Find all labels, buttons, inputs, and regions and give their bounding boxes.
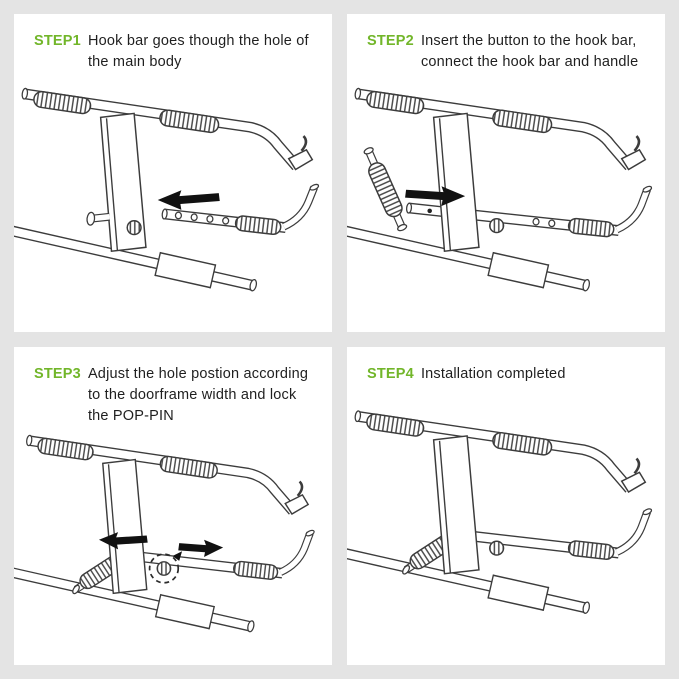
- pop-pin-knob: [156, 561, 172, 576]
- step2-text: Insert the button to the hook bar, conne…: [420, 33, 639, 71]
- pop-pin-knob: [489, 218, 505, 234]
- detached-handle: [363, 147, 408, 232]
- pop-pin-knob: [489, 540, 505, 556]
- top-handlebar: [21, 87, 314, 171]
- rotate-lock-dashed-circle: [148, 553, 180, 584]
- hook-bar-loose: [161, 183, 320, 236]
- insert-left-arrow-icon: [157, 190, 220, 210]
- top-handlebar: [354, 410, 647, 494]
- step2-drawing: [347, 87, 653, 292]
- step3-caption: STEP3 Adjust the hole postion according …: [14, 347, 332, 429]
- step4-illustration: [347, 387, 665, 665]
- step-panel-4: STEP4 Installation completed: [347, 347, 665, 665]
- lower-frame-tube: [347, 225, 591, 292]
- step2-label: STEP2: [367, 33, 414, 49]
- step4-drawing: [347, 410, 653, 614]
- step-panel-2: STEP2 Insert the button to the hook bar,…: [347, 14, 665, 332]
- lower-frame-tube: [14, 225, 258, 292]
- top-handlebar: [354, 87, 647, 171]
- lower-frame-tube: [14, 567, 255, 633]
- pop-pin-knob: [126, 220, 142, 236]
- step1-label: STEP1: [34, 33, 81, 49]
- step-panel-3: STEP3 Adjust the hole postion according …: [14, 347, 332, 665]
- step4-text: Installation completed: [420, 366, 566, 382]
- step1-text: Hook bar goes though the hole of the mai…: [87, 33, 309, 71]
- rotate-arrowhead-icon: [172, 551, 183, 561]
- step1-illustration: [14, 75, 332, 332]
- connect-right-arrow-icon: [405, 186, 466, 206]
- right-handle-assembled: [132, 529, 315, 580]
- step-panel-1: STEP1 Hook bar goes though the hole of t…: [14, 14, 332, 332]
- right-handle-assembled: [464, 508, 653, 560]
- step3-drawing: [14, 434, 315, 633]
- main-body-bracket: [432, 112, 505, 253]
- step2-caption: STEP2 Insert the button to the hook bar,…: [347, 14, 665, 75]
- step3-text: Adjust the hole postion according to the…: [87, 366, 309, 425]
- main-body-bracket: [432, 435, 505, 575]
- lock-button-dot: [427, 208, 432, 214]
- adjust-right-arrow-icon: [178, 539, 224, 558]
- step3-illustration: [14, 429, 332, 665]
- step2-illustration: [347, 75, 665, 332]
- step1-caption: STEP1 Hook bar goes though the hole of t…: [14, 14, 332, 75]
- lower-frame-tube: [347, 548, 591, 614]
- step4-label: STEP4: [367, 366, 414, 382]
- step4-caption: STEP4 Installation completed: [347, 347, 665, 387]
- top-handlebar: [26, 434, 310, 516]
- step3-label: STEP3: [34, 366, 81, 382]
- main-body-bracket: [102, 458, 172, 595]
- main-body-bracket: [86, 112, 147, 253]
- step1-drawing: [14, 87, 320, 292]
- adjust-left-arrow-icon: [98, 532, 148, 550]
